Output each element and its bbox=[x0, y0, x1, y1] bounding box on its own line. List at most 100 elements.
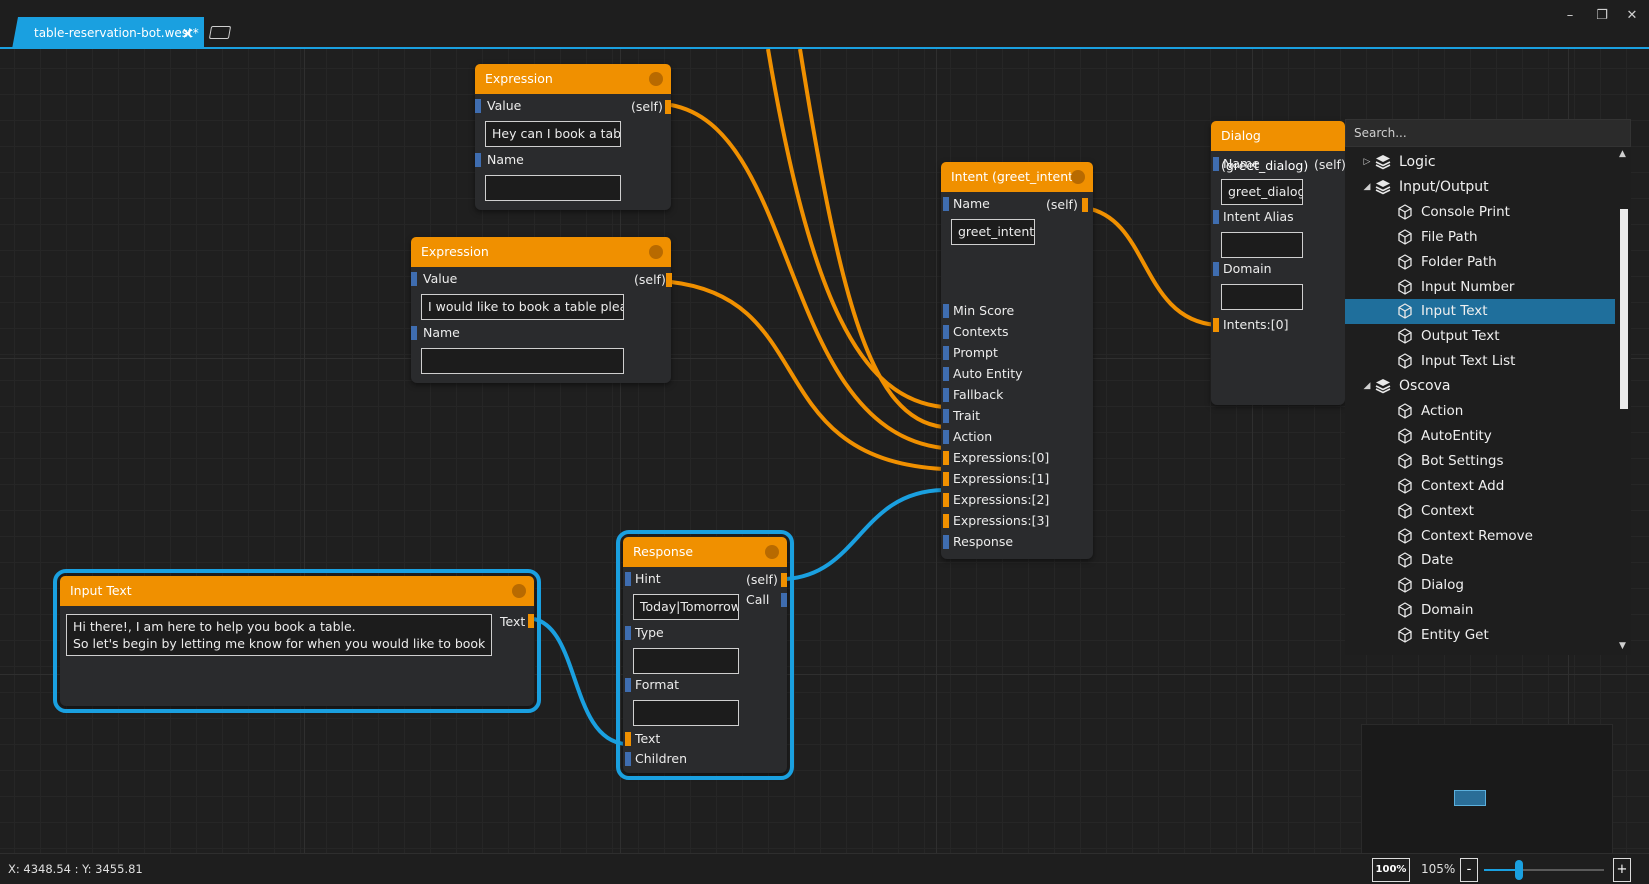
input-pin[interactable] bbox=[475, 99, 481, 113]
self-output-pin[interactable] bbox=[665, 100, 671, 114]
value-field[interactable]: Hey can I book a table bbox=[485, 121, 621, 147]
collapse-arrow-icon[interactable]: ◢ bbox=[1363, 381, 1371, 392]
toolbox-item-console-print[interactable]: Console Print bbox=[1345, 200, 1615, 225]
toolbox-item-input-text-list[interactable]: Input Text List bbox=[1345, 349, 1615, 374]
node-header[interactable]: Intent (greet_intent) bbox=[941, 162, 1093, 192]
close-icon[interactable]: × bbox=[181, 24, 194, 42]
toolbox-item-action[interactable]: Action bbox=[1345, 399, 1615, 424]
name-field[interactable] bbox=[485, 175, 621, 201]
port-pin[interactable] bbox=[943, 409, 949, 423]
toolbox-item-context[interactable]: Context bbox=[1345, 499, 1615, 524]
restore-icon[interactable]: ❐ bbox=[1596, 8, 1608, 23]
response-node[interactable]: Response Hint (self) Call Today|Tomorrow… bbox=[616, 530, 794, 780]
node-canvas[interactable]: Expression Value (self) Hey can I book a… bbox=[0, 49, 1649, 853]
name-field[interactable] bbox=[421, 348, 624, 374]
input-pin[interactable] bbox=[1213, 262, 1219, 276]
input-pin[interactable] bbox=[625, 678, 631, 692]
port-pin[interactable] bbox=[943, 346, 949, 360]
text-field[interactable]: Hi there!, I am here to help you book a … bbox=[66, 614, 492, 656]
port-pin[interactable] bbox=[943, 493, 949, 507]
port-pin[interactable] bbox=[943, 451, 949, 465]
call-output-pin[interactable] bbox=[781, 593, 787, 607]
input-pin[interactable] bbox=[411, 326, 417, 340]
zoom-reset-button[interactable]: 100% bbox=[1372, 858, 1410, 882]
format-field[interactable] bbox=[633, 700, 739, 726]
intents-input-pin[interactable] bbox=[1213, 318, 1219, 332]
scroll-up-icon[interactable]: ▲ bbox=[1619, 149, 1626, 159]
toolbox-category-logic[interactable]: ▷Logic bbox=[1345, 150, 1615, 175]
zoom-in-button[interactable]: + bbox=[1613, 858, 1631, 882]
search-input[interactable] bbox=[1345, 119, 1631, 147]
toolbox-item-file-path[interactable]: File Path bbox=[1345, 225, 1615, 250]
intent-alias-field[interactable] bbox=[1221, 232, 1303, 258]
node-header[interactable]: Expression bbox=[475, 64, 671, 94]
hint-field[interactable]: Today|Tomorrow bbox=[633, 594, 739, 620]
input-pin[interactable] bbox=[1213, 157, 1219, 171]
name-field[interactable]: greet_intent bbox=[951, 219, 1035, 245]
input-pin[interactable] bbox=[475, 153, 481, 167]
type-field[interactable] bbox=[633, 648, 739, 674]
port-pin[interactable] bbox=[943, 325, 949, 339]
node-header[interactable]: Response bbox=[623, 537, 787, 567]
minimize-icon[interactable]: – bbox=[1566, 8, 1574, 23]
port-pin[interactable] bbox=[943, 514, 949, 528]
expression-node-2[interactable]: Expression Value (self) I would like to … bbox=[411, 237, 672, 383]
scroll-thumb[interactable] bbox=[1620, 209, 1628, 409]
port-pin[interactable] bbox=[943, 472, 949, 486]
toolbox-category-input-output[interactable]: ◢Input/Output bbox=[1345, 175, 1615, 200]
zoom-out-button[interactable]: - bbox=[1460, 858, 1478, 882]
input-pin[interactable] bbox=[411, 272, 417, 286]
value-field[interactable]: I would like to book a table please bbox=[421, 294, 624, 320]
toolbox-item-context-add[interactable]: Context Add bbox=[1345, 474, 1615, 499]
text-output-pin[interactable] bbox=[528, 614, 534, 628]
expression-node-1[interactable]: Expression Value (self) Hey can I book a… bbox=[475, 64, 671, 210]
toolbox-item-autoentity[interactable]: AutoEntity bbox=[1345, 424, 1615, 449]
node-header[interactable]: Input Text bbox=[60, 576, 534, 606]
text-input-pin[interactable] bbox=[625, 732, 631, 746]
port-pin[interactable] bbox=[943, 535, 949, 549]
new-tab-icon[interactable] bbox=[208, 26, 232, 39]
children-input-pin[interactable] bbox=[625, 752, 631, 766]
self-output-pin[interactable] bbox=[1082, 198, 1088, 212]
input-pin[interactable] bbox=[943, 197, 949, 211]
minimap[interactable] bbox=[1361, 724, 1613, 853]
toolbox-item-date[interactable]: Date bbox=[1345, 548, 1615, 573]
expand-arrow-icon[interactable]: ▷ bbox=[1363, 157, 1371, 167]
toolbox-category-oscova[interactable]: ◢Oscova bbox=[1345, 374, 1615, 399]
toolbox-item-label: File Path bbox=[1421, 228, 1478, 245]
self-output-pin[interactable] bbox=[781, 573, 787, 587]
input-text-node[interactable]: Input Text Hi there!, I am here to help … bbox=[53, 569, 541, 713]
self-output-pin[interactable] bbox=[666, 273, 672, 287]
toolbox-item-output-text[interactable]: Output Text bbox=[1345, 324, 1615, 349]
zoom-slider-thumb[interactable] bbox=[1514, 860, 1523, 880]
cube-icon bbox=[1397, 328, 1413, 344]
port-pin[interactable] bbox=[943, 388, 949, 402]
name-field[interactable]: greet_dialog bbox=[1221, 179, 1303, 205]
toolbox-item-dialog[interactable]: Dialog bbox=[1345, 573, 1615, 598]
toolbox-item-folder-path[interactable]: Folder Path bbox=[1345, 250, 1615, 275]
zoom-slider[interactable] bbox=[1484, 860, 1604, 880]
scroll-down-icon[interactable]: ▼ bbox=[1619, 641, 1626, 651]
toolbox-item-domain[interactable]: Domain bbox=[1345, 598, 1615, 623]
input-pin[interactable] bbox=[625, 572, 631, 586]
input-pin[interactable] bbox=[1213, 210, 1219, 224]
toolbox-item-bot-settings[interactable]: Bot Settings bbox=[1345, 449, 1615, 474]
toolbox-scrollbar[interactable]: ▲ ▼ bbox=[1617, 149, 1631, 655]
port-pin[interactable] bbox=[943, 430, 949, 444]
toolbox-item-input-number[interactable]: Input Number bbox=[1345, 275, 1615, 300]
collapse-arrow-icon[interactable]: ◢ bbox=[1363, 181, 1371, 192]
dialog-node[interactable]: Dialog (greet_dialog) Name (self) greet_… bbox=[1211, 121, 1346, 405]
toolbox-item-input-text[interactable]: Input Text bbox=[1345, 299, 1615, 325]
close-window-icon[interactable]: ✕ bbox=[1626, 8, 1638, 23]
node-header[interactable]: Dialog (greet_dialog) bbox=[1211, 121, 1345, 173]
domain-field[interactable] bbox=[1221, 284, 1303, 310]
port-pin[interactable] bbox=[943, 304, 949, 318]
minimap-viewport[interactable] bbox=[1454, 790, 1486, 806]
intent-node[interactable]: Intent (greet_intent) Name (self) greet_… bbox=[941, 162, 1093, 559]
toolbox-item-context-remove[interactable]: Context Remove bbox=[1345, 524, 1615, 549]
node-header[interactable]: Expression bbox=[411, 237, 671, 267]
toolbox-item-entity-get[interactable]: Entity Get bbox=[1345, 623, 1615, 648]
port-pin[interactable] bbox=[943, 367, 949, 381]
document-tab[interactable]: table-reservation-bot.west* × bbox=[12, 17, 204, 49]
input-pin[interactable] bbox=[625, 626, 631, 640]
